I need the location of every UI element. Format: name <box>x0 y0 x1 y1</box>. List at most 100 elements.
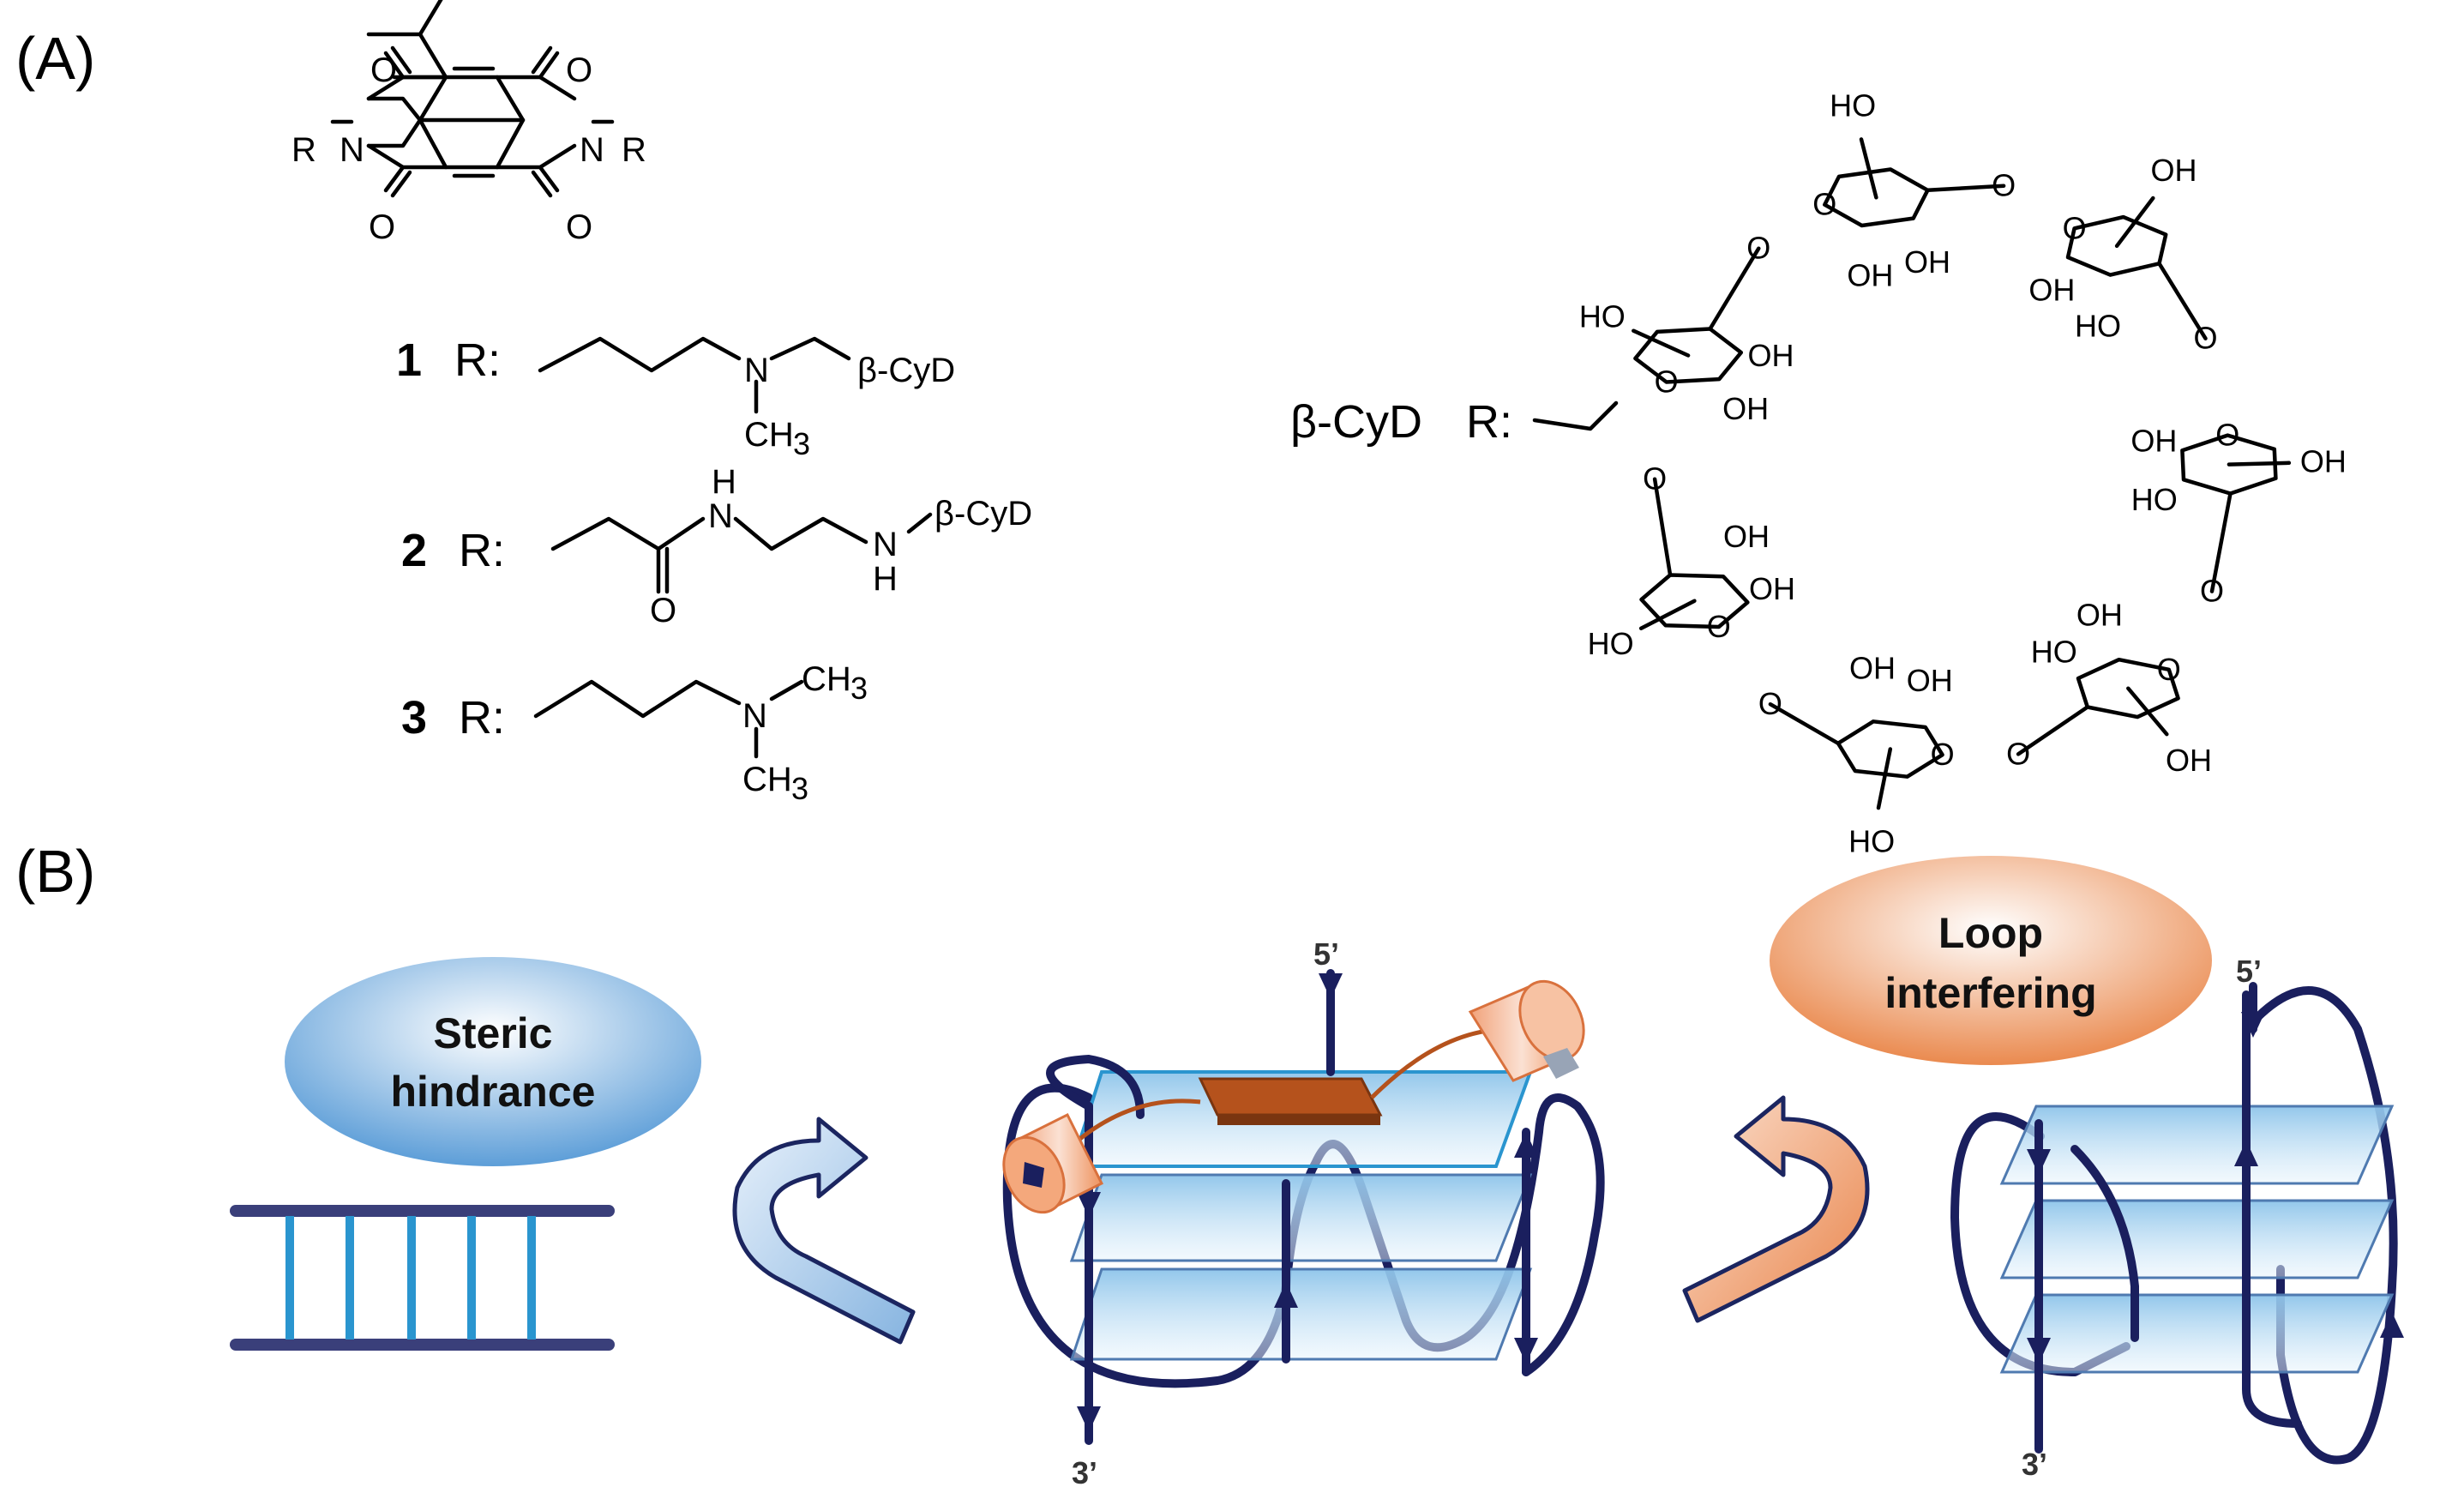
cyd-ring-o: O <box>1707 609 1731 644</box>
ndi-r-right: R <box>622 131 646 169</box>
cyd-glycosidic-o: O <box>2193 321 2217 356</box>
cyd-ring-o: O <box>1931 737 1955 772</box>
cyd-bond <box>2016 705 2090 756</box>
cyd-label: β-CyD <box>1290 396 1422 448</box>
cyd-secondary-oh: OH <box>2076 597 2123 632</box>
cyd-primary-oh: HO <box>1848 823 1895 858</box>
cyd-glycosidic-o: O <box>1746 231 1770 266</box>
cyd-glycosidic-o: O <box>1643 461 1667 497</box>
steric-hindrance-ellipse <box>285 957 701 1166</box>
compound-3-methyl-bottom: CH <box>742 761 792 798</box>
cyd-cylinder-right <box>1468 979 1585 1082</box>
cyd-secondary-oh: OH <box>1847 258 1893 293</box>
cyd-bond <box>2180 433 2278 496</box>
loop-label-line-2: interfering <box>1884 969 2096 1017</box>
ndi-n-right: N <box>580 131 604 169</box>
cyd-secondary-oh: OH <box>1849 650 1896 685</box>
compound-2-carbonyl-o: O <box>650 592 676 629</box>
center-three-prime: 3’ <box>1072 1455 1097 1490</box>
cyd-primary-oh: HO <box>1830 88 1876 123</box>
cyd-primary-oh: OH <box>2300 444 2347 479</box>
compound-3-amine: N <box>742 697 767 735</box>
cyd-primary-oh: OH <box>2166 743 2212 778</box>
loop-interfering-ellipse <box>1770 856 2212 1065</box>
cyd-bond <box>1639 573 1750 629</box>
cyd-bond <box>2114 196 2155 249</box>
compound-2-chain <box>550 512 933 551</box>
compound-2-amide-n: N <box>708 497 733 535</box>
cyd-bond <box>1876 747 1893 810</box>
cyd-secondary-oh: OH <box>2028 272 2075 307</box>
compound-1-methyl: CH <box>744 416 794 454</box>
cyd-bond <box>2126 686 2169 737</box>
cyd-secondary-oh: OH <box>1749 571 1795 606</box>
compound-2-amine-h: H <box>873 560 898 598</box>
center-five-prime: 5’ <box>1313 936 1339 972</box>
compound-2-r-label: R: <box>459 525 505 576</box>
ndi-o-top-left: O <box>370 51 397 89</box>
cyd-bond <box>1926 184 2006 193</box>
ndi-o-bottom-right: O <box>566 208 592 246</box>
cyd-primary-oh: OH <box>2150 153 2197 188</box>
cyd-r-label: R: <box>1466 396 1512 448</box>
compound-1-r-label: R: <box>454 334 501 386</box>
cyd-ring-o: O <box>2063 210 2087 245</box>
compound-3-methyl-top: CH <box>802 660 851 698</box>
cyd-primary-oh: HO <box>1588 626 1634 661</box>
ndi-o-bottom-left: O <box>369 208 395 246</box>
cyd-ring-o: O <box>2215 418 2239 453</box>
cyd-glycosidic-o: O <box>2006 736 2030 771</box>
cyd-bond <box>1638 599 1697 630</box>
ndi-n-left: N <box>340 131 364 169</box>
compound-1-methyl-subscript: 3 <box>793 426 810 461</box>
compound-3-r-label: R: <box>459 692 505 743</box>
duplex-dna-ladder <box>230 1205 615 1351</box>
cyd-bond <box>1768 701 1841 746</box>
cyd-secondary-oh: OH <box>1907 663 1953 698</box>
cyd-bond <box>2227 461 2292 467</box>
cyd-bond <box>2157 262 2208 340</box>
right-three-prime: 3’ <box>2022 1447 2047 1482</box>
panel-label-a: (A) <box>15 25 95 92</box>
compound-3-chain <box>533 679 804 719</box>
cyd-secondary-oh: OH <box>2130 423 2177 458</box>
cyd-glycosidic-o: O <box>1992 168 2016 203</box>
compound-3-number: 3 <box>401 692 427 743</box>
ndi-core-structure <box>330 0 615 198</box>
compound-1-number: 1 <box>396 334 422 386</box>
compound-2-number: 2 <box>401 525 427 576</box>
compound-2-cyd: β-CyD <box>935 495 1032 533</box>
panel-label-b: (B) <box>15 838 95 905</box>
compound-2-amine-n: N <box>873 526 898 563</box>
cyd-ring-o: O <box>2157 652 2181 687</box>
compound-1-cyd: β-CyD <box>857 352 955 389</box>
ndi-o-top-right: O <box>566 51 592 89</box>
right-five-prime: 5’ <box>2236 954 2262 989</box>
loop-label-line-1: Loop <box>1938 909 2043 957</box>
cyd-bond <box>1633 327 1744 384</box>
cyd-linker <box>1532 400 1619 431</box>
cyd-bond <box>1652 477 1673 577</box>
cyd-glycosidic-o: O <box>1758 686 1782 721</box>
compound-1-chain <box>538 336 851 373</box>
cyd-bond <box>1632 328 1691 358</box>
compound-1-amine: N <box>744 352 769 389</box>
orange-curved-arrow <box>1682 1095 1870 1323</box>
steric-label-line-2: hindrance <box>391 1068 596 1116</box>
blue-curved-arrow <box>732 1117 916 1345</box>
cyd-secondary-oh: OH <box>1723 519 1770 554</box>
cyd-secondary-oh: HO <box>2031 634 2077 669</box>
cyd-cylinder-left <box>1002 1112 1104 1214</box>
cyd-ring-o: O <box>1812 187 1836 222</box>
compound-3-methyl-bottom-subscript: 3 <box>791 771 808 806</box>
cyd-bond <box>2209 491 2233 593</box>
compound-3-methyl-top-subscript: 3 <box>850 671 868 706</box>
center-g-quadruplex <box>1002 969 1605 1445</box>
cyd-bond <box>1823 167 1930 228</box>
steric-label-line-1: Steric <box>434 1009 553 1057</box>
cyd-secondary-oh: OH <box>1904 244 1950 280</box>
cyd-secondary-oh: HO <box>2075 309 2121 344</box>
right-g-quadruplex <box>1950 982 2404 1465</box>
